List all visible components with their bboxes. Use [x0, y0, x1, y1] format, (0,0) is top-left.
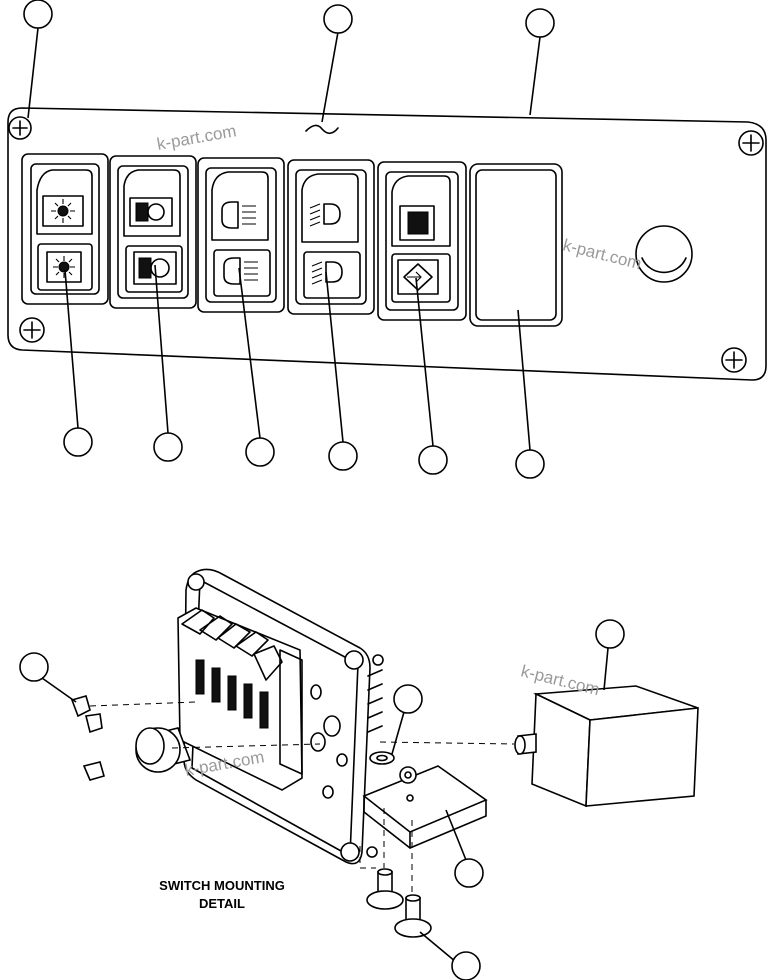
rocker-switch-2: [109, 155, 197, 309]
callout-balloon: [328, 441, 358, 471]
watermark: k-part.com: [155, 121, 237, 154]
small-screws: [70, 695, 105, 781]
callout-balloon: [323, 4, 353, 34]
bracket-bolts: [366, 868, 432, 938]
switch-panel-front-view: [7, 107, 767, 381]
switch-mounting-detail: [70, 568, 699, 938]
rocker-switch-3: [197, 157, 285, 313]
rocker-switch-4: [287, 159, 375, 315]
callout-balloon: [23, 0, 53, 29]
rotary-knob: [635, 225, 693, 283]
fog-light-icon: [309, 203, 343, 285]
work-light-icon: [42, 195, 84, 283]
headlight-icon: [129, 197, 177, 285]
panel-screw-bottom-right: [721, 347, 747, 373]
rocker-switch-1: [21, 153, 109, 305]
callout-balloon: [418, 445, 448, 475]
callout-balloon: [63, 427, 93, 457]
cube-module: [514, 685, 699, 808]
rocker-switch-5: [377, 161, 467, 321]
mounting-bracket: [362, 765, 488, 833]
callout-balloon: [393, 684, 423, 714]
panel-screw-top-right: [738, 130, 764, 156]
callout-balloon: [19, 652, 49, 682]
blank-plug: [469, 163, 563, 327]
callout-balloon: [245, 437, 275, 467]
low-beam-icon: [221, 201, 258, 285]
panel-screw-bottom-left: [19, 317, 45, 343]
callout-balloon: [454, 858, 484, 888]
callout-balloon: [525, 8, 555, 38]
callouts-bottom: [19, 619, 625, 980]
watermark: k-part.com: [561, 235, 644, 273]
panel-plate: [7, 107, 767, 381]
callout-balloon: [153, 432, 183, 462]
detail-caption-line2: DETAIL: [199, 896, 245, 911]
callout-balloon: [515, 449, 545, 479]
callouts-top: [23, 0, 555, 479]
panel-tilde-mark: [305, 124, 339, 135]
knob-cap: [135, 727, 192, 773]
panel-screw-top-left: [8, 116, 32, 140]
detail-switch-bank: [177, 607, 303, 791]
callout-balloon: [451, 951, 481, 980]
detail-caption-line1: SWITCH MOUNTING: [159, 878, 285, 893]
callout-balloon: [595, 619, 625, 649]
hazard-icon: [397, 205, 439, 295]
